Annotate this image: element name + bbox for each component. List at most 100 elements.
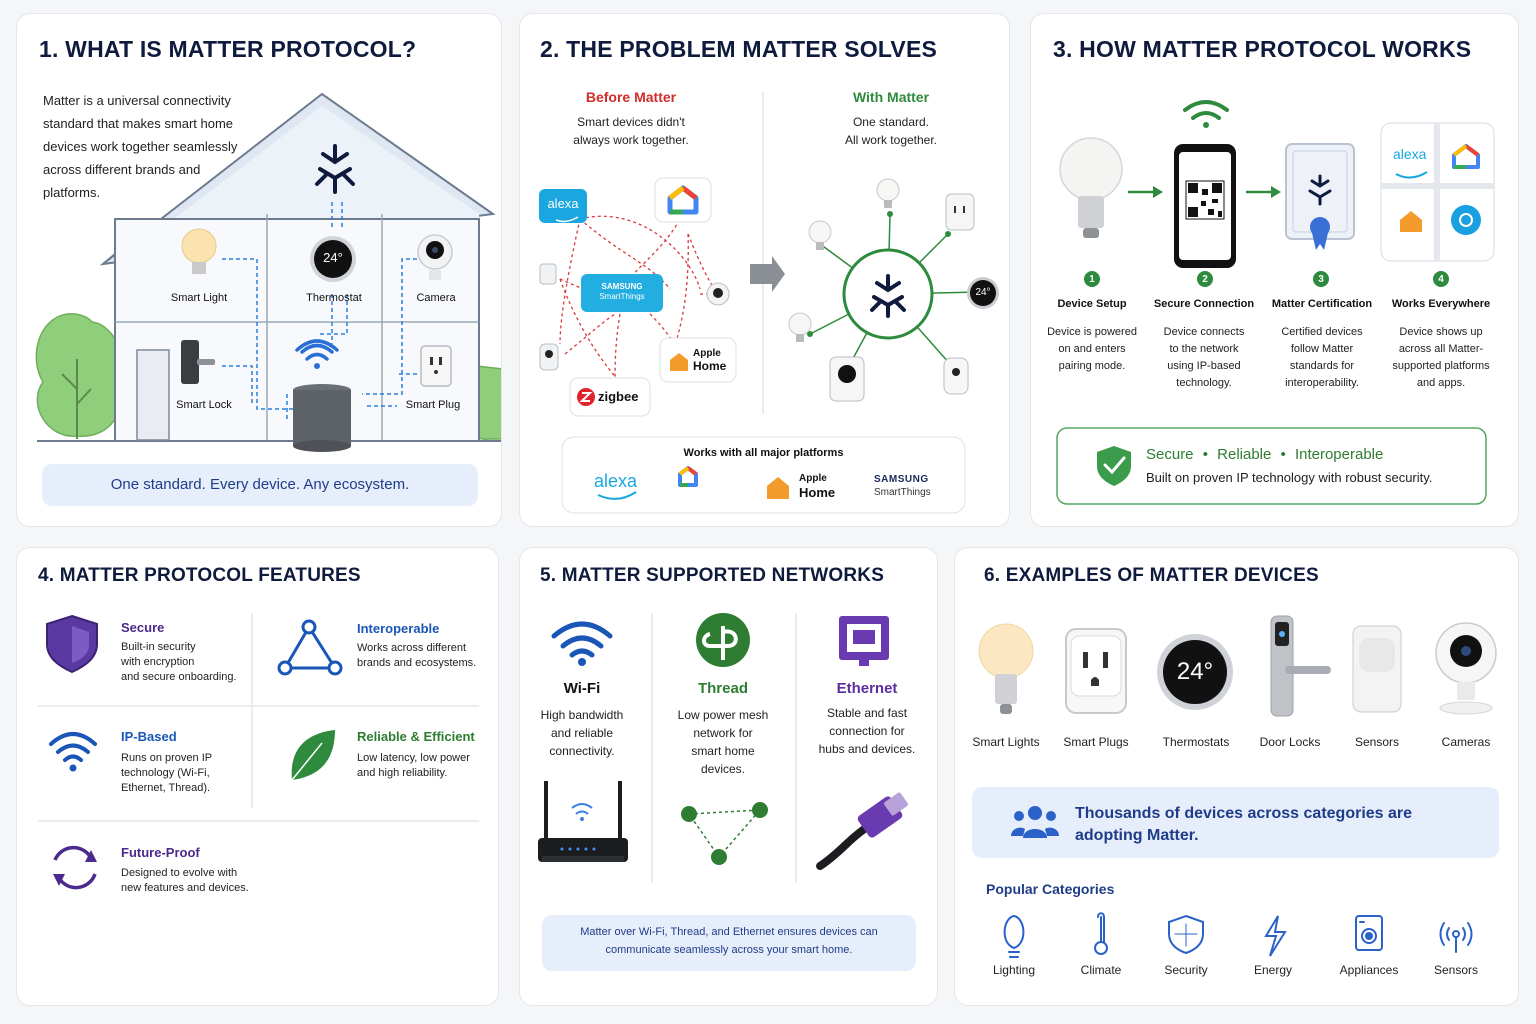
device-smart-plugs: Smart Plugs (1063, 735, 1129, 749)
feature-5-desc-2: new features and devices. (121, 882, 249, 894)
smartthings-badge-text: SmartThings (599, 292, 645, 301)
alexa-badge-text: alexa (547, 196, 579, 211)
feature-2-desc-2: brands and ecosystems. (357, 657, 477, 669)
problem-diagram (539, 92, 999, 514)
network-3-title: Ethernet (836, 680, 898, 697)
step-3-desc-4: interoperability. (1285, 377, 1359, 389)
step-4-desc-1: Device shows up (1399, 326, 1483, 338)
feature-4-title: Reliable & Efficient (357, 729, 475, 744)
samsung-badge-text: SAMSUNG (601, 282, 643, 291)
panel-problem-matter-solves: 2. THE PROBLEM MATTER SOLVES Before Matt… (519, 13, 1010, 527)
device-smart-lights: Smart Lights (972, 735, 1040, 749)
step-3-desc-1: Certified devices (1281, 326, 1363, 338)
network-1-desc-2: and reliable (550, 726, 614, 740)
before-heading: Before Matter (585, 89, 677, 105)
panel-title: 6. EXAMPLES OF MATTER DEVICES (984, 565, 1319, 586)
banner-headline: Secure • Reliable • Interoperable (1146, 446, 1383, 463)
label-smart-lock: Smart Lock (176, 399, 232, 411)
feature-2-desc-1: Works across different (357, 642, 467, 654)
feature-1-desc-1: Built-in security (121, 641, 196, 653)
panel-title: 5. MATTER SUPPORTED NETWORKS (540, 565, 885, 586)
banner-desc: Built on proven IP technology with robus… (1146, 470, 1433, 485)
network-2-desc-1: Low power mesh (677, 708, 769, 722)
network-3-desc-3: hubs and devices. (818, 742, 916, 756)
category-appliances[interactable]: Appliances (1339, 963, 1399, 977)
step-2-desc-3: using IP-based (1167, 360, 1241, 372)
categories-heading: Popular Categories (986, 881, 1115, 897)
network-1-title: Wi-Fi (563, 680, 601, 697)
step-3-title: Matter Certification (1271, 298, 1373, 310)
before-desc-1: Smart devices didn't (577, 115, 685, 129)
network-3-desc-1: Stable and fast (826, 706, 908, 720)
category-sensors[interactable]: Sensors (1433, 963, 1479, 977)
platform-alexa: alexa (594, 471, 638, 491)
step-4-desc-2: across all Matter- (1398, 343, 1484, 355)
alexa-grid-text: alexa (1393, 146, 1427, 162)
network-3-desc-2: connection for (829, 724, 905, 738)
platform-home: Home (799, 485, 836, 500)
feature-1-title: Secure (121, 620, 165, 635)
step-2-number: 2 (1197, 271, 1213, 287)
category-climate[interactable]: Climate (1080, 963, 1122, 977)
network-2-title: Thread (697, 680, 748, 697)
panel-what-is-matter: 1. WHAT IS MATTER PROTOCOL? Matter is a … (16, 13, 502, 527)
networks-note-1: Matter over Wi-Fi, Thread, and Ethernet … (580, 926, 878, 938)
step-4-desc-4: and apps. (1416, 377, 1466, 389)
banner-sep-2: • (1280, 446, 1286, 463)
panel-networks: 5. MATTER SUPPORTED NETWORKS (519, 547, 938, 1006)
tagline-text: One standard. Every device. Any ecosyste… (110, 476, 410, 493)
feature-5-title: Future-Proof (121, 845, 200, 860)
intro-line-3: devices work together seamlessly (43, 139, 238, 154)
features-icons (38, 613, 479, 890)
label-thermostat: Thermostat (306, 292, 362, 304)
network-1-desc-1: High bandwidth (540, 708, 624, 722)
platform-apple: Apple (799, 473, 827, 484)
step-2-desc-2: to the network (1169, 343, 1239, 355)
step-2-desc-4: technology. (1176, 377, 1232, 389)
device-illustrations (972, 615, 1499, 958)
banner-line-1: Thousands of devices across categories a… (1075, 805, 1413, 822)
banner-sep-1: • (1202, 446, 1208, 463)
step-1-desc-2: on and enters (1058, 343, 1126, 355)
intro-line-5: platforms. (43, 185, 101, 200)
network-2-desc-3: smart home (691, 744, 755, 758)
banner-line-2: adopting Matter. (1075, 827, 1199, 844)
panel-title: 4. MATTER PROTOCOL FEATURES (38, 565, 361, 586)
feature-3-desc-3: Ethernet, Thread). (121, 782, 211, 794)
networks-note-2: communicate seamlessly across your smart… (605, 944, 853, 956)
feature-2-title: Interoperable (357, 621, 440, 636)
device-cameras: Cameras (1441, 735, 1491, 749)
step-4-number: 4 (1433, 271, 1449, 287)
thermostat-reading: 24° (323, 250, 343, 265)
step-4-title: Works Everywhere (1391, 298, 1491, 310)
banner-secure: Secure (1146, 446, 1194, 463)
thermostat-reading: 24° (975, 287, 991, 298)
intro-line-2: standard that makes smart home (43, 116, 234, 131)
step-2-desc-1: Device connects (1163, 326, 1245, 338)
panel-title: 3. HOW MATTER PROTOCOL WORKS (1053, 36, 1472, 62)
panel-features: 4. MATTER PROTOCOL FEATURES Secure Buil (16, 547, 499, 1006)
feature-4-desc-2: and high reliability. (357, 767, 448, 779)
step-1-title: Device Setup (1057, 298, 1127, 310)
feature-3-desc-2: technology (Wi-Fi, (121, 767, 210, 779)
category-energy[interactable]: Energy (1253, 963, 1293, 977)
feature-1-desc-3: and secure onboarding. (121, 671, 237, 683)
step-4-desc-3: supported platforms (1392, 360, 1490, 372)
category-lighting[interactable]: Lighting (992, 963, 1036, 977)
step-2-title: Secure Connection (1153, 298, 1255, 310)
platform-samsung: SAMSUNG (874, 474, 929, 485)
network-1-desc-3: connectivity. (549, 744, 615, 758)
device-thermostats: Thermostats (1162, 735, 1230, 749)
with-desc-2: All work together. (844, 133, 938, 147)
step-3-desc-3: standards for (1289, 360, 1355, 372)
label-smart-plug: Smart Plug (405, 399, 461, 411)
feature-3-title: IP-Based (121, 729, 177, 744)
step-1-number: 1 (1084, 271, 1100, 287)
step-3-desc-2: follow Matter (1290, 343, 1354, 355)
category-security[interactable]: Security (1164, 963, 1208, 977)
banner-reliable: Reliable (1217, 446, 1272, 463)
step-1-desc-1: Device is powered (1047, 326, 1137, 338)
network-2-desc-2: network for (693, 726, 753, 740)
feature-3-desc-1: Runs on proven IP (121, 752, 213, 764)
apple-badge-text: Apple (693, 348, 721, 359)
